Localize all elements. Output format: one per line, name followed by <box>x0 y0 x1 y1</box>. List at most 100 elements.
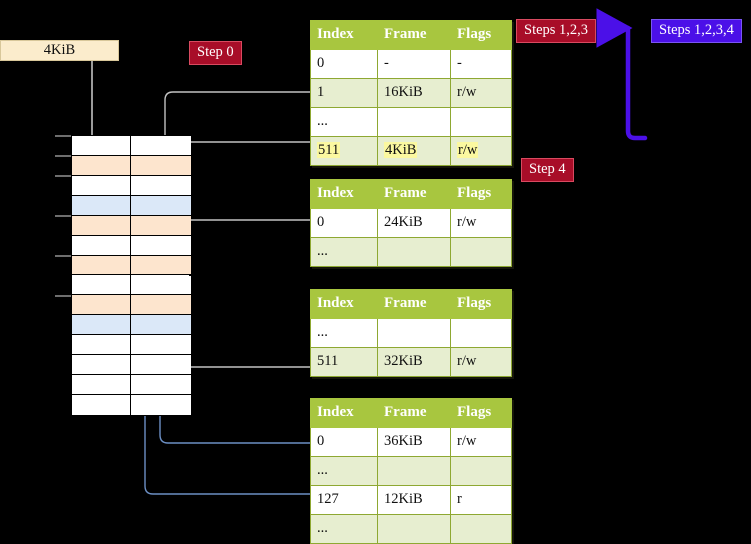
table-row: ... <box>310 514 512 544</box>
cell-flags: r <box>450 485 512 515</box>
table-row: 1 16KiB r/w <box>310 78 512 108</box>
cell-frame: - <box>377 49 451 79</box>
cell-flags: r/w <box>450 136 512 166</box>
cell-flags <box>450 514 512 544</box>
column-header-flags: Flags <box>450 20 512 50</box>
column-header-flags: Flags <box>450 289 512 319</box>
cell-frame: 4KiB <box>377 136 451 166</box>
page-table-4: Index Frame Flags 0 36KiB r/w ... 127 12… <box>310 398 512 544</box>
cell-flags <box>450 237 512 267</box>
page-table-2: Index Frame Flags 0 24KiB r/w ... <box>310 179 512 267</box>
cell-frame: 16KiB <box>377 78 451 108</box>
memory-tick <box>55 135 71 137</box>
cell-frame: 12KiB <box>377 485 451 515</box>
table-row: ... <box>310 237 512 267</box>
table-row: 511 4KiB r/w <box>310 136 512 166</box>
cell-index: 511 <box>310 136 378 166</box>
cell-index: 0 <box>310 49 378 79</box>
memory-frame-6 <box>72 255 191 276</box>
badge-steps-123: Steps 1,2,3 <box>516 19 597 43</box>
cell-flags <box>450 456 512 486</box>
memory-tick <box>55 295 71 297</box>
cell-frame <box>377 107 451 137</box>
page-table-1: Index Frame Flags 0 - - 1 16KiB r/w ... <box>310 20 512 166</box>
memory-frame-5 <box>72 235 191 256</box>
cell-frame <box>377 237 451 267</box>
cell-flags <box>450 107 512 137</box>
badge-steps-1234: Steps 1,2,3,4 <box>651 19 742 43</box>
memory-frame-0 <box>72 136 191 156</box>
column-header-flags: Flags <box>450 179 512 209</box>
wire-table3-row511 <box>169 312 311 368</box>
cell-index: ... <box>310 456 378 486</box>
cell-index: ... <box>310 107 378 137</box>
memory-frame-11 <box>72 355 191 376</box>
table-row: 127 12KiB r <box>310 485 512 515</box>
column-header-flags: Flags <box>450 398 512 428</box>
wire-table2-row0 <box>176 219 311 268</box>
memory-frame-8 <box>72 295 191 316</box>
memory-tick <box>55 215 71 217</box>
column-header-index: Index <box>310 289 378 319</box>
column-header-frame: Frame <box>377 398 451 428</box>
cell-flags <box>450 318 512 348</box>
page-table-3: Index Frame Flags ... 511 32KiB r/w <box>310 289 512 377</box>
memory-tick <box>55 155 71 157</box>
column-header-frame: Frame <box>377 289 451 319</box>
table-header-row: Index Frame Flags <box>310 20 512 50</box>
cell-frame-text: 4KiB <box>384 142 418 159</box>
cell-flags: r/w <box>450 78 512 108</box>
memory-frame-1 <box>72 155 191 176</box>
memory-frame-3 <box>72 195 191 216</box>
cell-frame <box>377 456 451 486</box>
memory-frame-4 <box>72 215 191 236</box>
table-row: 0 - - <box>310 49 512 79</box>
cell-flags: r/w <box>450 208 512 238</box>
table-row: ... <box>310 318 512 348</box>
wire-table1-row511 <box>176 141 311 158</box>
cell-index: 1 <box>310 78 378 108</box>
memory-frame-2 <box>72 175 191 196</box>
cell-frame <box>377 318 451 348</box>
cell-index: 0 <box>310 427 378 457</box>
column-header-index: Index <box>310 20 378 50</box>
column-header-index: Index <box>310 398 378 428</box>
cell-flags: r/w <box>450 347 512 377</box>
table-header-row: Index Frame Flags <box>310 398 512 428</box>
frame-size-box: 4KiB <box>0 40 119 61</box>
cell-index: 0 <box>310 208 378 238</box>
column-header-frame: Frame <box>377 179 451 209</box>
memory-frame-9 <box>72 315 191 336</box>
memory-frame-7 <box>72 275 191 296</box>
cell-index: 127 <box>310 485 378 515</box>
cell-flags: - <box>450 49 512 79</box>
column-header-frame: Frame <box>377 20 451 50</box>
memory-tick <box>55 255 71 257</box>
cell-frame: 24KiB <box>377 208 451 238</box>
memory-frame-12 <box>72 375 191 396</box>
steps-bracket-arrow <box>596 8 648 141</box>
table-header-row: Index Frame Flags <box>310 289 512 319</box>
cell-frame: 36KiB <box>377 427 451 457</box>
column-header-index: Index <box>310 179 378 209</box>
table-row: ... <box>310 107 512 137</box>
cell-frame <box>377 514 451 544</box>
memory-column-divider <box>130 135 131 416</box>
cell-flags-text: r/w <box>457 142 479 159</box>
table-row: ... <box>310 456 512 486</box>
cell-index: ... <box>310 514 378 544</box>
cell-index: ... <box>310 318 378 348</box>
table-header-row: Index Frame Flags <box>310 179 512 209</box>
cell-flags: r/w <box>450 427 512 457</box>
memory-frame-13 <box>72 395 191 415</box>
cell-frame: 32KiB <box>377 347 451 377</box>
table-row: 511 32KiB r/w <box>310 347 512 377</box>
cell-index: 511 <box>310 347 378 377</box>
memory-frame-10 <box>72 335 191 356</box>
badge-step-0: Step 0 <box>189 41 242 65</box>
badge-step-4: Step 4 <box>521 158 574 182</box>
cell-index-text: 511 <box>317 142 341 159</box>
memory-tick <box>55 175 71 177</box>
table-row: 0 24KiB r/w <box>310 208 512 238</box>
diagram-canvas: 4KiB Step 0 Steps 1,2,3 Steps 1,2,3,4 St… <box>0 8 742 544</box>
